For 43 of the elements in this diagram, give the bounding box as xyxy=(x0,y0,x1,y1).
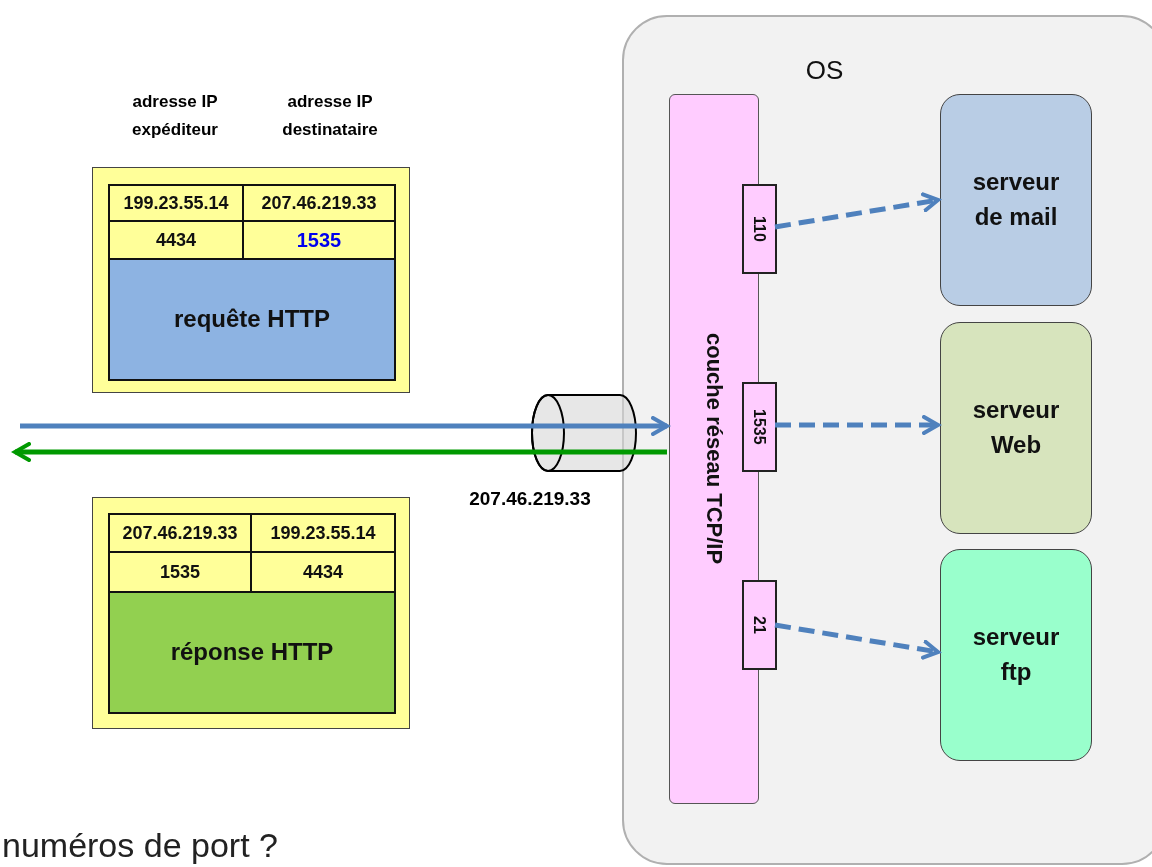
arrow xyxy=(20,416,669,436)
port-box xyxy=(742,382,777,472)
cell-text: 1535 xyxy=(159,560,200,584)
column-header: adresse IP destinataire xyxy=(281,91,379,141)
cell-text: 1535 xyxy=(296,227,342,253)
server-box xyxy=(940,549,1092,761)
cell-text: 207.46.219.33 xyxy=(261,191,377,215)
dashed-arrow xyxy=(774,622,940,660)
dashed-arrow xyxy=(775,415,940,435)
column-header: adresse IP expéditeur xyxy=(131,91,219,141)
packet-frame xyxy=(92,497,410,729)
os-panel xyxy=(622,15,1152,865)
payload-area xyxy=(108,591,396,714)
server-label: serveur Web xyxy=(971,395,1061,460)
server-label: serveur de mail xyxy=(971,167,1061,232)
question-text: numéros de port ? xyxy=(2,825,279,865)
port-box xyxy=(742,184,777,274)
table-cell xyxy=(242,184,396,222)
panel-title: OS xyxy=(805,54,844,87)
server-label: serveur ftp xyxy=(971,622,1061,687)
cell-text: 199.23.55.14 xyxy=(270,521,376,545)
arrow xyxy=(13,442,667,462)
packet-frame xyxy=(92,167,410,393)
payload-label: réponse HTTP xyxy=(170,637,334,668)
port-number: 110 xyxy=(750,216,770,242)
port-box xyxy=(742,580,777,670)
dashed-arrow xyxy=(774,192,940,230)
cell-text: 199.23.55.14 xyxy=(123,191,229,215)
port-number: 1535 xyxy=(750,409,770,445)
port-number: 21 xyxy=(750,616,770,634)
server-box xyxy=(940,94,1092,306)
cell-text: 4434 xyxy=(155,228,196,252)
cell-text: 207.46.219.33 xyxy=(122,521,238,545)
table-cell xyxy=(108,184,244,222)
payload-area xyxy=(108,258,396,381)
server-box xyxy=(940,322,1092,534)
payload-label: requête HTTP xyxy=(174,304,330,335)
layer-label: couche réseau TCP/IP xyxy=(700,333,728,565)
cylinder-shape xyxy=(530,393,638,473)
table-cell xyxy=(108,513,252,553)
ip-address-label: 207.46.219.33 xyxy=(468,487,592,511)
cell-text: 4434 xyxy=(302,560,343,584)
table-cell xyxy=(250,513,396,553)
